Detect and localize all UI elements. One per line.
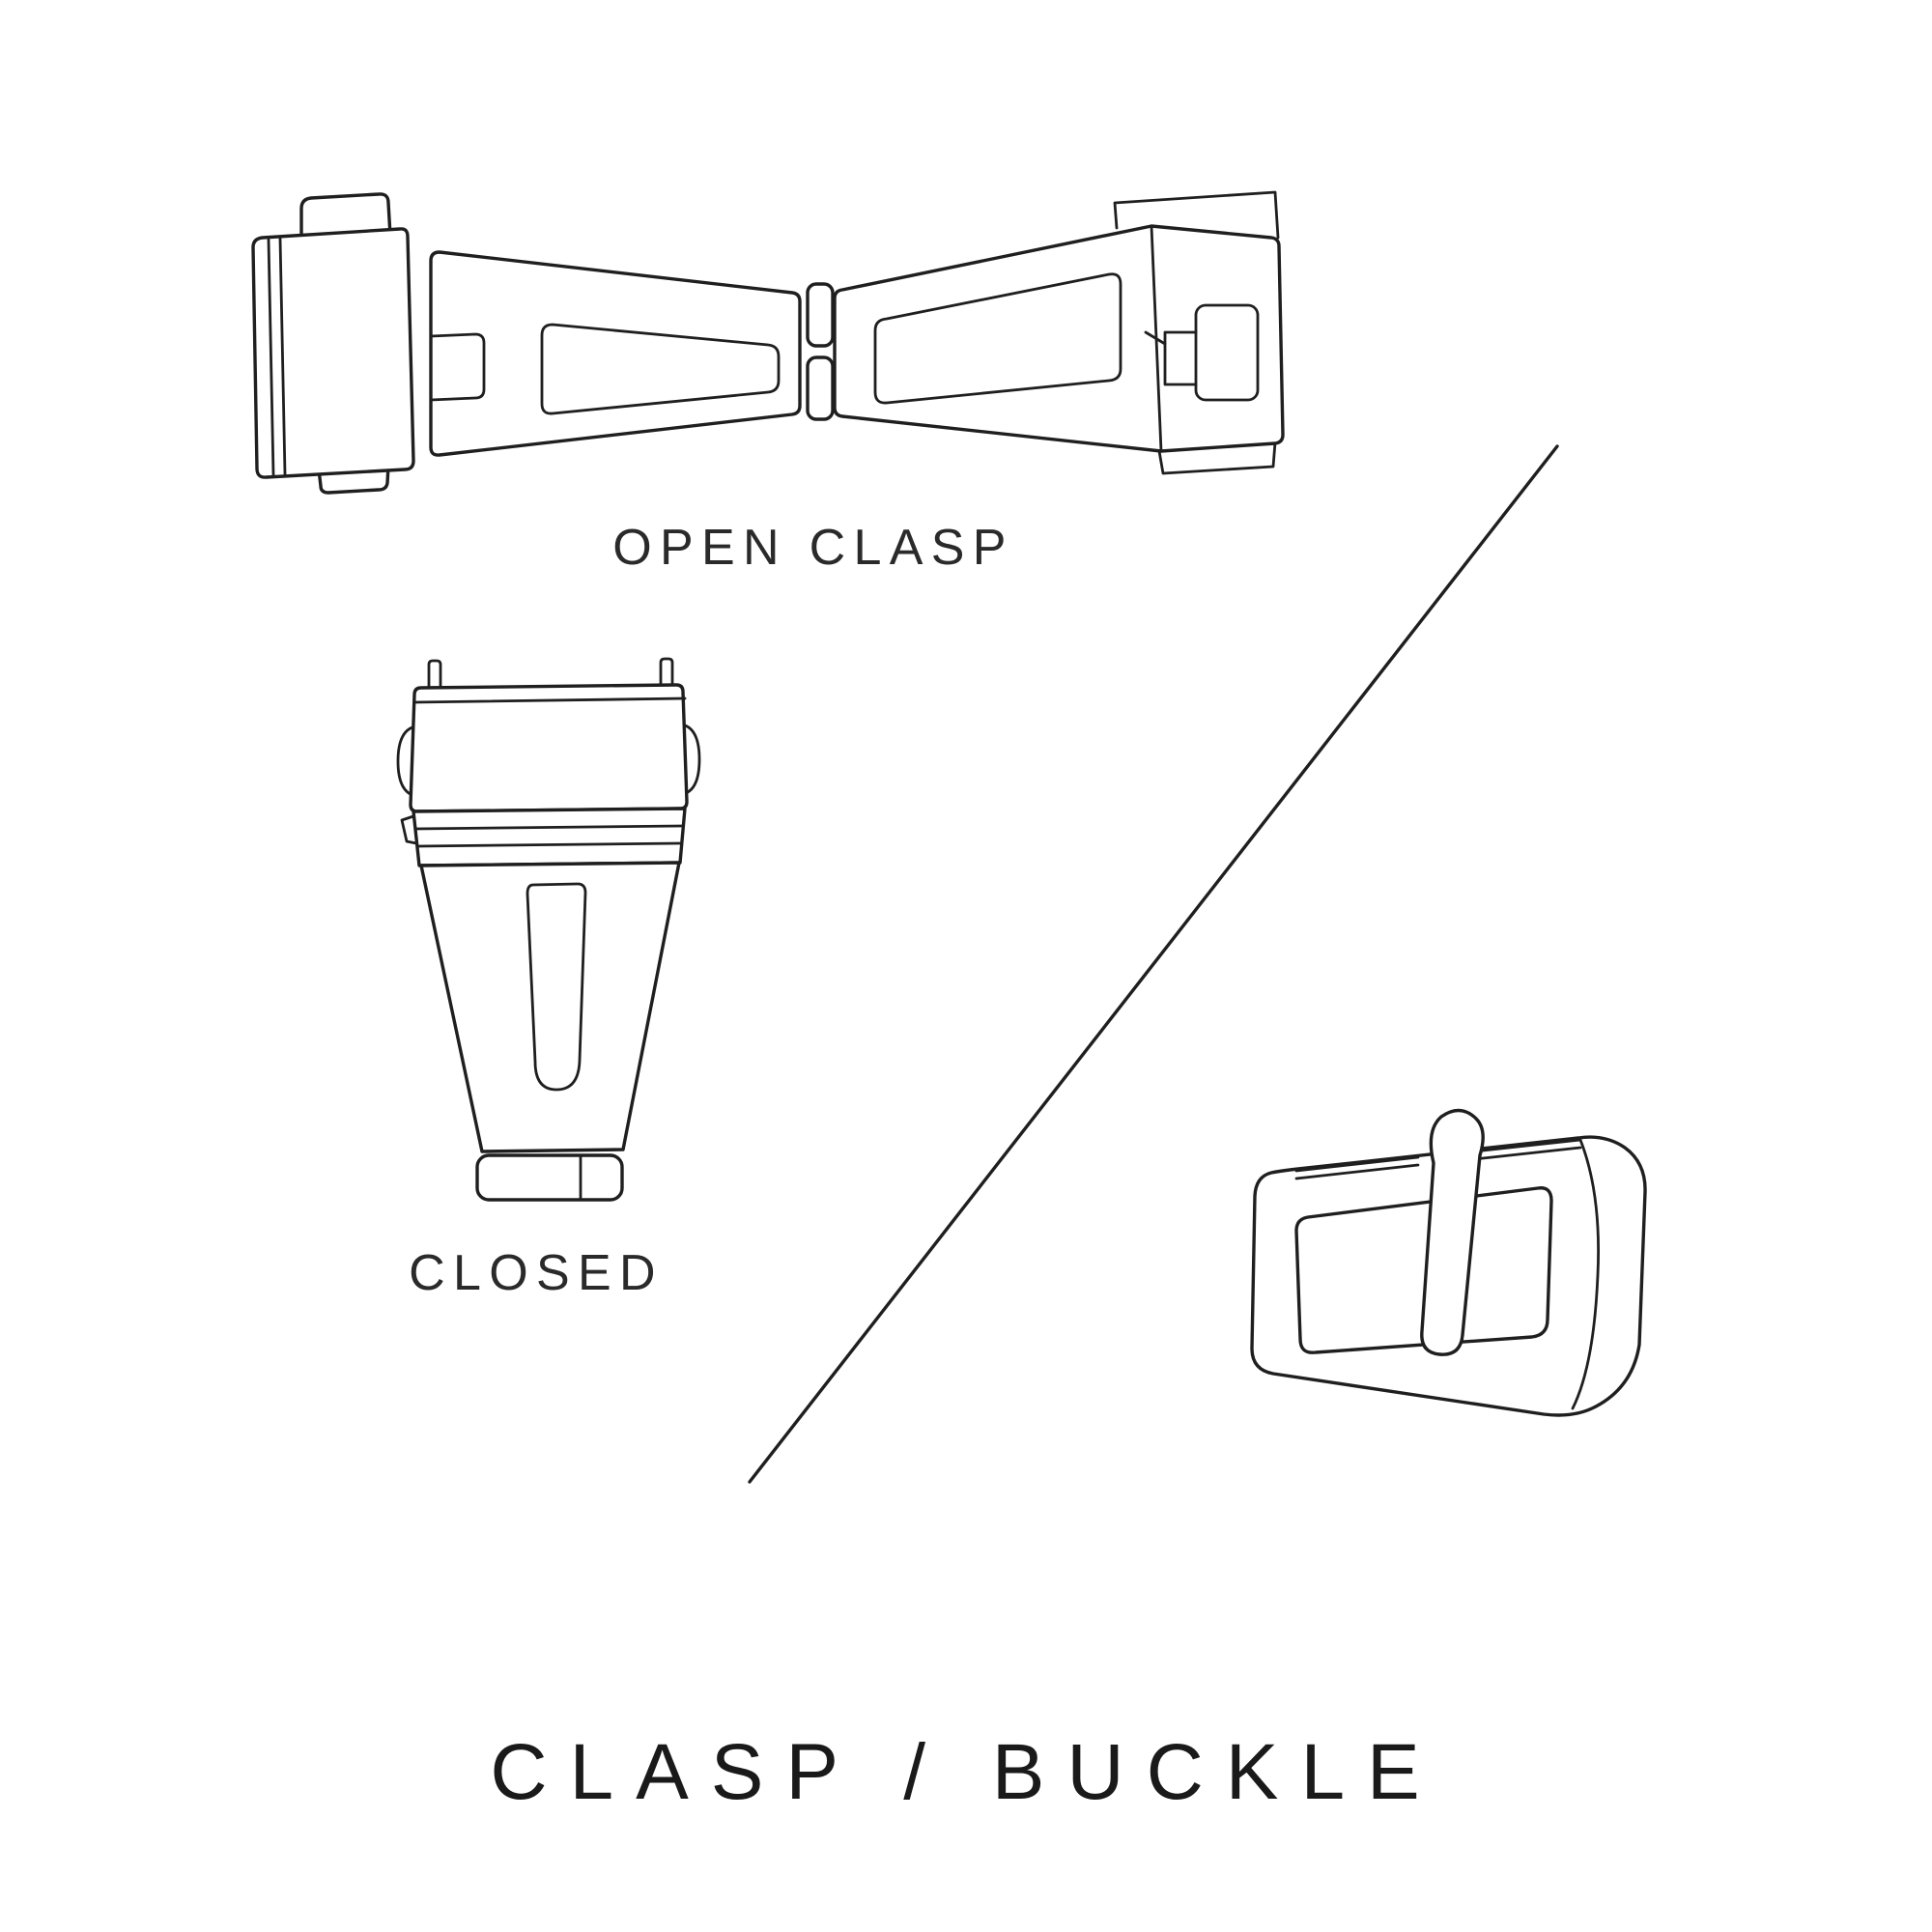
closed-clasp-label: CLOSED bbox=[409, 1245, 664, 1301]
page-title: CLASP / BUCKLE bbox=[490, 1728, 1442, 1816]
open-clasp-label: OPEN CLASP bbox=[612, 520, 1014, 576]
open-clasp-illustration bbox=[251, 190, 1285, 495]
divider-line bbox=[748, 444, 1559, 1484]
tang-buckle-illustration bbox=[1250, 1108, 1647, 1417]
closed-clasp-illustration bbox=[396, 657, 701, 1202]
